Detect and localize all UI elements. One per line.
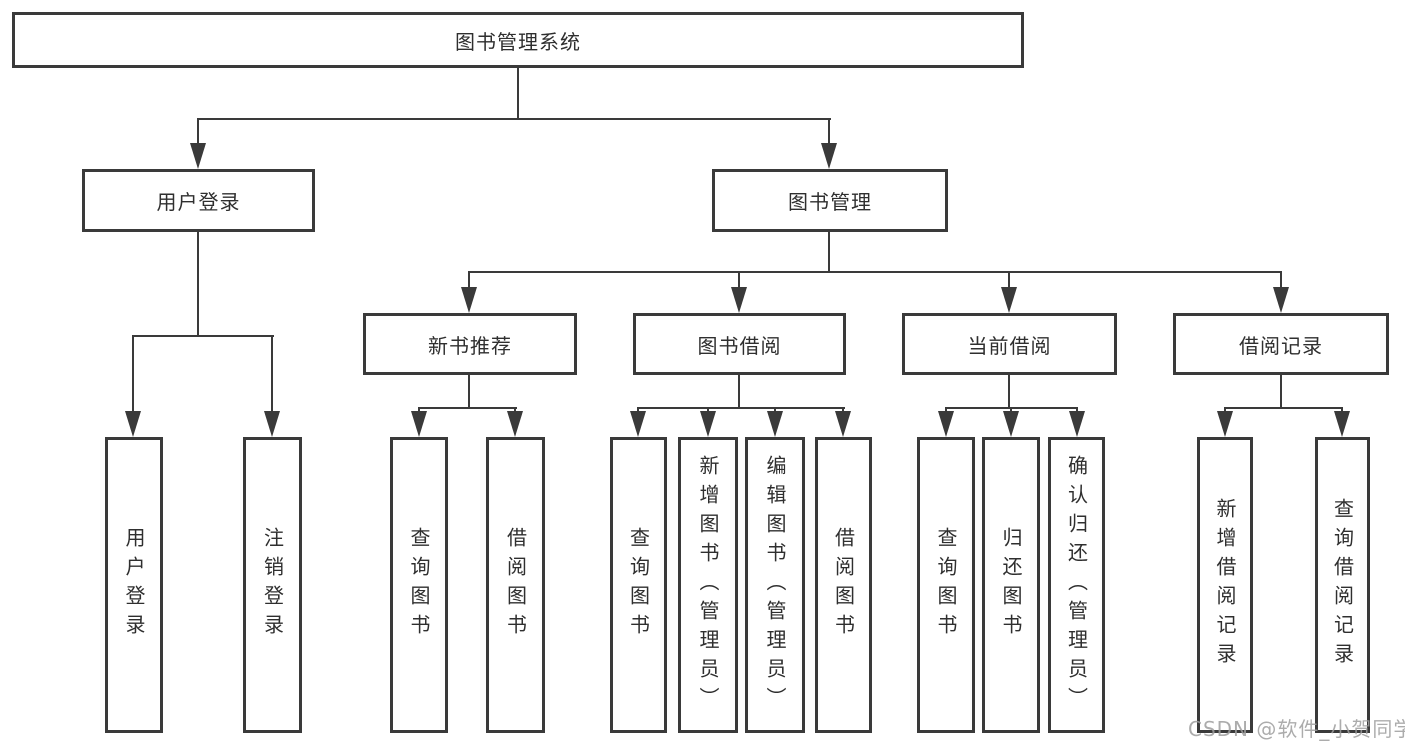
- arrowhead-down: [1069, 411, 1085, 437]
- arrowhead-down: [630, 411, 646, 437]
- leaf-label: 用户登录: [122, 527, 146, 643]
- connector-stem: [468, 374, 470, 409]
- node-new-book-recommendation: 新书推荐: [363, 313, 577, 375]
- leaf-add-book-admin: 新增图书（管理员）: [678, 437, 738, 733]
- leaf-user-login: 用户登录: [105, 437, 163, 733]
- connector-rail-book-management: [468, 271, 1282, 273]
- node-label: 用户登录: [156, 190, 241, 214]
- arrowhead-down: [461, 287, 477, 313]
- leaf-label: 查询图书: [626, 527, 651, 643]
- csdn-watermark: CSDN @软件_小贺同学: [1188, 717, 1405, 741]
- leaf-label: 借阅图书: [831, 527, 856, 643]
- leaf-query-books-borrowing: 查询图书: [610, 437, 667, 733]
- node-user-login: 用户登录: [82, 169, 315, 232]
- node-label: 图书管理: [788, 190, 872, 214]
- node-label: 新书推荐: [428, 333, 512, 358]
- arrowhead-down: [1334, 411, 1350, 437]
- arrowhead-down: [821, 143, 837, 169]
- connector-rail-user-login: [132, 335, 274, 337]
- arrowhead-down: [1003, 411, 1019, 437]
- connector-rail: [418, 407, 517, 409]
- leaf-borrow-books-recommend: 借阅图书: [486, 437, 545, 733]
- arrowhead-down: [1273, 287, 1289, 313]
- connector-stem-user-login: [197, 231, 199, 337]
- leaf-label: 归还图书: [999, 527, 1023, 643]
- leaf-return-books: 归还图书: [982, 437, 1040, 733]
- leaf-logout: 注销登录: [243, 437, 302, 733]
- leaf-edit-book-admin: 编辑图书（管理员）: [745, 437, 805, 733]
- arrowhead-down: [767, 411, 783, 437]
- connector-drop: [828, 118, 830, 148]
- connector-drop: [1280, 271, 1282, 291]
- arrowhead-down: [411, 411, 427, 437]
- arrowhead-down: [507, 411, 523, 437]
- arrowhead-down: [125, 411, 141, 437]
- leaf-label: 注销登录: [260, 527, 285, 643]
- leaf-label: 借阅图书: [503, 527, 528, 643]
- node-label: 当前借阅: [967, 333, 1052, 358]
- arrowhead-down: [264, 411, 280, 437]
- node-root-library-management-system: 图书管理系统: [12, 12, 1024, 68]
- leaf-add-borrow-record: 新增借阅记录: [1197, 437, 1253, 733]
- leaf-query-books-current: 查询图书: [917, 437, 975, 733]
- arrowhead-down: [190, 143, 206, 169]
- leaf-query-books-recommend: 查询图书: [390, 437, 448, 733]
- node-current-borrowing: 当前借阅: [902, 313, 1117, 375]
- connector-drop: [1008, 271, 1010, 291]
- leaf-confirm-return-admin: 确认归还（管理员）: [1048, 437, 1105, 733]
- arrowhead-down: [1001, 287, 1017, 313]
- leaf-label: 查询借阅记录: [1330, 498, 1355, 672]
- leaf-borrow-books-borrowing: 借阅图书: [815, 437, 872, 733]
- leaf-label: 查询图书: [407, 527, 431, 643]
- arrowhead-down: [700, 411, 716, 437]
- node-label: 借阅记录: [1239, 333, 1323, 358]
- leaf-label: 查询图书: [934, 527, 958, 643]
- leaf-label: 新增图书（管理员）: [696, 454, 720, 716]
- connector-drop: [271, 335, 273, 415]
- connector-drop: [197, 118, 199, 148]
- node-label: 图书借阅: [697, 333, 782, 358]
- node-borrowing-records: 借阅记录: [1173, 313, 1389, 375]
- connector-rail: [637, 407, 845, 409]
- connector-stem: [1280, 374, 1282, 409]
- connector-stem: [1008, 374, 1010, 409]
- connector-rail-root: [197, 118, 831, 120]
- connector-drop: [738, 271, 740, 291]
- leaf-query-borrow-record: 查询借阅记录: [1315, 437, 1370, 733]
- arrowhead-down: [835, 411, 851, 437]
- leaf-label: 确认归还（管理员）: [1064, 454, 1089, 716]
- arrowhead-down: [1217, 411, 1233, 437]
- connector-rail: [1224, 407, 1343, 409]
- connector-stem: [738, 374, 740, 409]
- connector-drop: [132, 335, 134, 415]
- node-label: 图书管理系统: [455, 29, 581, 54]
- connector-stem-book-management: [828, 231, 830, 273]
- node-book-borrowing: 图书借阅: [633, 313, 846, 375]
- leaf-label: 新增借阅记录: [1213, 498, 1237, 672]
- connector-drop: [468, 271, 470, 291]
- connector-stem-root: [517, 67, 519, 120]
- arrowhead-down: [938, 411, 954, 437]
- node-book-management: 图书管理: [712, 169, 948, 232]
- leaf-label: 编辑图书（管理员）: [763, 454, 787, 716]
- arrowhead-down: [731, 287, 747, 313]
